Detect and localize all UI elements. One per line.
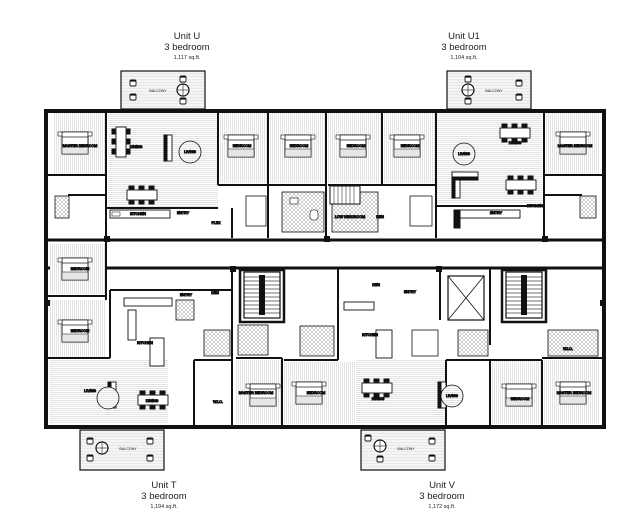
room-label: BEDROOM <box>511 397 530 401</box>
room-label: ENTRY <box>177 211 190 215</box>
unit-name: Unit V <box>429 480 455 491</box>
room-label: BEDROOM <box>290 144 309 148</box>
balcony-label: BALCONY <box>149 89 167 93</box>
unit-name: Unit T <box>151 480 177 491</box>
unit-bedrooms: 3 bedroom <box>141 490 187 502</box>
room-label: W.I.C. <box>563 347 573 351</box>
unit-v-caption: Unit V 3 bedroom 1,172 sq.ft. <box>372 480 512 510</box>
room-label: BEDROOM <box>307 391 326 395</box>
unit-bedrooms: 3 bedroom <box>441 41 487 53</box>
room-label: DEN <box>372 283 380 287</box>
room-label: KITCHEN <box>527 204 543 208</box>
core-stair-right <box>505 271 543 319</box>
room-label: ENTRY <box>404 290 417 294</box>
room-label: LIVING <box>84 389 96 393</box>
room-label: LIVING <box>458 152 470 156</box>
room-label: W.I.C. <box>213 400 223 404</box>
unit-u-caption: Unit U 3 bedroom 1,117 sq.ft. <box>117 31 257 61</box>
room-label: DINING <box>130 145 143 149</box>
room-label: DINING <box>372 397 385 401</box>
unit-name: Unit U1 <box>448 31 480 42</box>
room-label: DINING <box>146 399 159 403</box>
stair-top-center <box>329 185 361 205</box>
room-label: MASTER BEDROOM <box>558 144 593 148</box>
unit-area: 1,104 sq.ft. <box>450 54 478 61</box>
unit-u1-plan: BEDROOM BEDROOM LIVING DINING MASTER BED… <box>328 113 602 238</box>
unit-t-plan: BEDROOM BEDROOM LIVING DINING KITCHEN EN… <box>48 242 283 425</box>
balcony-unit-u1: BALCONY <box>446 70 532 110</box>
room-label: KITCHEN <box>130 212 146 216</box>
balcony-label: BALCONY <box>119 447 137 451</box>
room-label: KITCHEN <box>362 333 378 337</box>
core-stair-left <box>243 271 281 319</box>
room-label: LIVING <box>184 150 196 154</box>
room-label: DINING <box>509 141 522 145</box>
unit-area: 1,194 sq.ft. <box>150 503 178 510</box>
room-label: DEN <box>211 291 219 295</box>
core-walls <box>238 268 548 324</box>
unit-u1-caption: Unit U1 3 bedroom 1,104 sq.ft. <box>394 31 534 61</box>
unit-bedrooms: 3 bedroom <box>164 41 210 53</box>
room-label: ENTRY <box>180 293 193 297</box>
room-label: FLEX <box>212 221 222 225</box>
corridor <box>48 240 602 268</box>
balcony-unit-v: BALCONY <box>360 429 446 471</box>
unit-area: 1,117 sq.ft. <box>173 54 201 61</box>
balcony-label: BALCONY <box>485 89 503 93</box>
unit-t-caption: Unit T 3 bedroom 1,194 sq.ft. <box>94 480 234 510</box>
room-label: ENTRY <box>490 211 503 215</box>
room-label: LIVING <box>446 394 458 398</box>
room-label: BEDROOM <box>401 144 420 148</box>
room-label: BEDROOM <box>233 144 252 148</box>
room-label: MASTER BEDROOM <box>239 391 274 395</box>
room-label: BEDROOM <box>347 144 366 148</box>
room-label: MASTER BEDROOM <box>63 144 98 148</box>
room-label: KITCHEN <box>137 341 153 345</box>
room-label: DEN <box>376 215 384 219</box>
room-label: LOW HEADROOM <box>335 215 365 219</box>
room-label: MASTER BEDROOM <box>557 391 592 395</box>
unit-v-plan: BEDROOM DINING LIVING KITCHEN DEN ENTRY … <box>284 268 602 425</box>
room-label: BEDROOM <box>71 267 90 271</box>
unit-area: 1,172 sq.ft. <box>428 503 456 510</box>
balcony-unit-u: BALCONY <box>120 70 206 110</box>
balcony-unit-t: BALCONY <box>79 429 165 471</box>
balcony-label: BALCONY <box>397 447 415 451</box>
unit-bedrooms: 3 bedroom <box>419 490 465 502</box>
structural-columns <box>44 236 606 306</box>
room-label: BEDROOM <box>71 329 90 333</box>
elevator-shaft <box>447 275 485 321</box>
unit-u-plan: MASTER BEDROOM DINING LIVING BEDROOM BED… <box>48 113 327 238</box>
unit-name: Unit U <box>173 31 201 42</box>
